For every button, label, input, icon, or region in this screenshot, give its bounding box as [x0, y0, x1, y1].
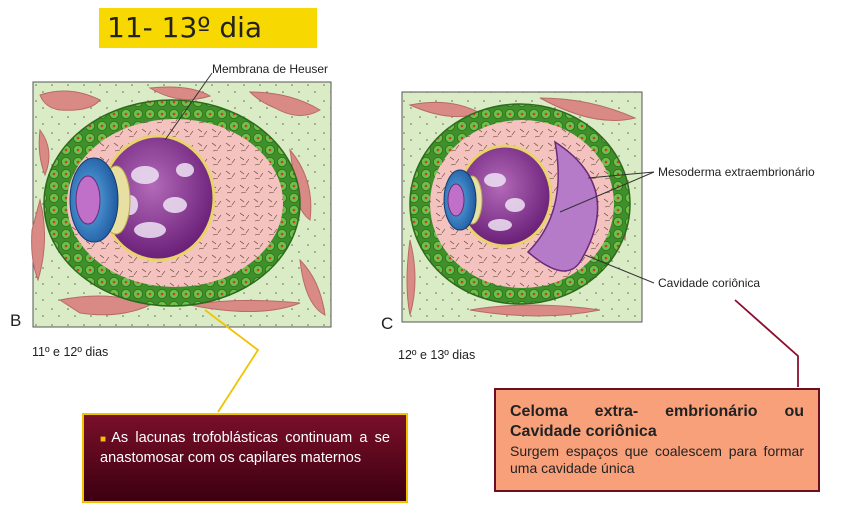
note-left: ■As lacunas trofoblásticas continuam a s… — [82, 413, 408, 503]
label-mesoderma: Mesoderma extraembrionário — [658, 165, 815, 179]
slide-title: 11- 13º dia — [99, 8, 317, 48]
note-right-heading: Celoma extra- embrionário ou Cavidade co… — [510, 403, 804, 440]
panel-b-days: 11º e 12º dias — [32, 345, 109, 359]
panel-c-figure — [401, 91, 655, 323]
connector-left — [204, 309, 260, 413]
label-membrana-heuser: Membrana de Heuser — [212, 62, 329, 76]
note-right: Celoma extra- embrionário ou Cavidade co… — [494, 388, 820, 492]
panel-b-figure — [31, 72, 332, 328]
panel-c-letter: C — [381, 314, 394, 333]
connector-right — [734, 299, 799, 387]
note-right-text: Surgem espaços que coalescem para formar… — [510, 443, 804, 476]
panel-b-letter: B — [10, 311, 22, 330]
note-left-bullet: ■ — [100, 434, 110, 445]
note-left-text: As lacunas trofoblásticas continuam a se… — [100, 430, 391, 466]
label-cavidade: Cavidade coriônica — [658, 276, 761, 290]
panel-c-days: 12º e 13º dias — [398, 348, 476, 362]
